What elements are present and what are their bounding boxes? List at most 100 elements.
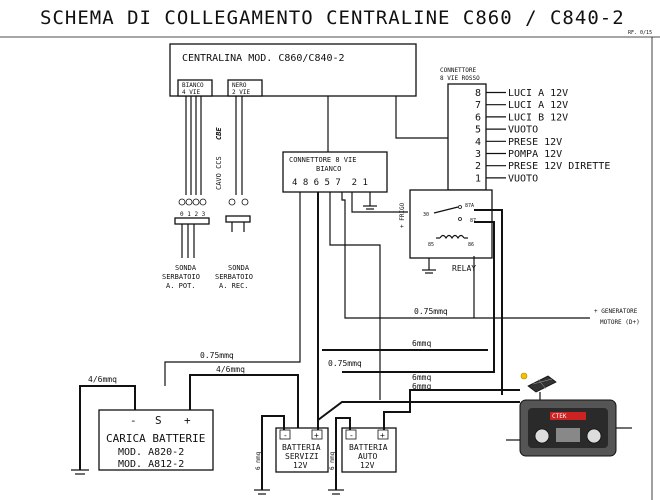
wire-relay-87 [342,221,495,373]
cavo-ccs-label: CAVO CCS [215,156,223,190]
wire-auto-ground [335,417,351,490]
relay-pin87: 87 [470,218,476,224]
relay-pin87a: 87A [465,203,474,209]
bianco-conn-title-1: CONNETTORE 8 VIE [289,156,356,164]
rosso-title-2: 8 VIE ROSSO [440,75,480,82]
carica-plus: + [184,414,191,427]
nero-2vie-port [227,79,263,97]
relay-pin85: 85 [428,242,434,248]
servizi-label-3: 12V [293,461,308,470]
wire-label-6b: 6mmq [412,382,431,391]
wire-label-6a: 6mmq [412,373,431,382]
cavo-nero-bundle [225,96,251,232]
rosso-pin-label: LUCI A 12V [508,88,568,99]
nero-port-label: NERO [232,82,247,89]
frigo-label: + FRIGO [399,202,406,228]
solar-panel-icon [520,372,557,393]
rosso-pin-label: LUCI B 12V [508,112,568,123]
rosso-pin-number: 1 [475,173,481,184]
nero-port-label-2: 2 VIE [232,89,250,96]
sonda-rec-label-2: SERBATOIO [215,273,253,281]
rosso-pin-number: 3 [475,149,481,160]
generatore-label-2: MOTORE (D+) [600,319,640,326]
batteria-servizi-box [275,427,329,473]
wire-servizi-ctek [317,401,520,421]
bianco-4vie-port [177,79,213,97]
batteria-auto-box [341,427,397,473]
bianco-port-label: BIANCO [182,82,204,89]
ground-symbol-auto [328,489,344,495]
ground-symbol-relay [422,258,436,274]
rosso-pin-label: VUOTO [508,173,538,184]
carica-label-1: CARICA BATTERIE [106,432,205,445]
cavo-bianco-bundle [185,96,202,195]
carica-batterie-box [98,409,214,471]
relay-pin86: 86 [468,242,474,248]
wire-pin6-auto [329,192,381,400]
rosso-pin-label: POMPA 12V [508,149,562,160]
ground-symbol-bianco [363,192,377,210]
auto-label-3: 12V [360,461,375,470]
auto-label-2: AUTO [358,452,377,461]
sonda-pot-label-1: SONDA [175,264,197,272]
carica-s: S [155,414,162,427]
relay-pin30: 30 [423,212,429,218]
wire-centralina-rosso [395,96,448,139]
wire-label-6-vert-left: 6 mmq [255,452,262,470]
generatore-label-1: + GENERATORE [594,308,638,315]
carica-label-3: MOD. A812-2 [118,459,184,470]
auto-plus: + [380,431,385,440]
carica-minus: - [130,414,137,427]
sonda-rec-label-3: A. REC. [219,282,249,290]
servizi-minus: - [283,431,288,440]
rosso-pin-number: 4 [475,137,481,148]
relay-box [409,189,493,259]
wire-charger-plus [189,374,299,428]
bianco-port-label-2: 4 VIE [182,89,200,96]
rosso-pin-number: 7 [475,100,481,111]
auto-label-1: BATTERIA [349,443,388,452]
sonda-rec-label-1: SONDA [228,264,250,272]
wire-pin4-charger [164,192,301,386]
bianco-conn-pins: 4 8 6 5 7 2 1 [292,178,368,188]
sonda-pot-label-2: SERBATOIO [162,273,200,281]
rosso-pin-label: PRESE 12V DIRETTE [508,161,610,172]
diagram-title: SCHEMA DI COLLEGAMENTO CENTRALINE C860 /… [40,7,625,29]
wire-label-075-mid: 0.75mmq [328,359,362,368]
connettore-rosso-box [447,83,487,191]
carica-label-2: MOD. A820-2 [118,447,184,458]
wire-label-075-top: 0.75mmq [414,307,448,316]
sonda-pot-connector [174,198,210,258]
wire-auto-ctek [383,389,520,430]
rosso-pin-number: 6 [475,112,481,123]
relay-internals [433,205,468,240]
wire-label-075-left: 0.75mmq [200,351,234,360]
rosso-pin-number: 5 [475,125,481,136]
bianco-conn-title-2: BIANCO [316,165,341,173]
wire-charger-minus [79,385,136,470]
cavo-brand-label: CBE [215,127,223,140]
rosso-pin-number: 2 [475,161,481,172]
rosso-title-1: CONNETTORE [440,67,477,74]
wire-pin5-generatore [341,192,590,319]
ref-code: RF. 0/15 [628,30,652,36]
wire-label-46-left: 4/6mmq [88,375,117,384]
sonda-pot-label-3: A. POT. [166,282,196,290]
rosso-pin-label: LUCI A 12V [508,100,568,111]
ground-symbol-charger [71,469,89,475]
servizi-plus: + [314,431,319,440]
connettore-bianco-box [282,151,388,193]
ctek-brand: CTEK [552,413,567,420]
wire-label-6-vert-right: 6 mmq [329,452,336,470]
wire-relay-87a [474,209,503,395]
rosso-pin-number: 8 [475,88,481,99]
servizi-label-1: BATTERIA [282,443,321,452]
centralina-label: CENTRALINA MOD. C860/C840-2 [182,53,345,64]
wire-pin7-relay [351,192,408,213]
wire-label-6-top: 6mmq [412,339,431,348]
sonda-pot-pins: 0 1 2 3 [180,211,206,218]
wire-servizi-ground [261,415,285,490]
auto-minus: - [349,431,354,440]
